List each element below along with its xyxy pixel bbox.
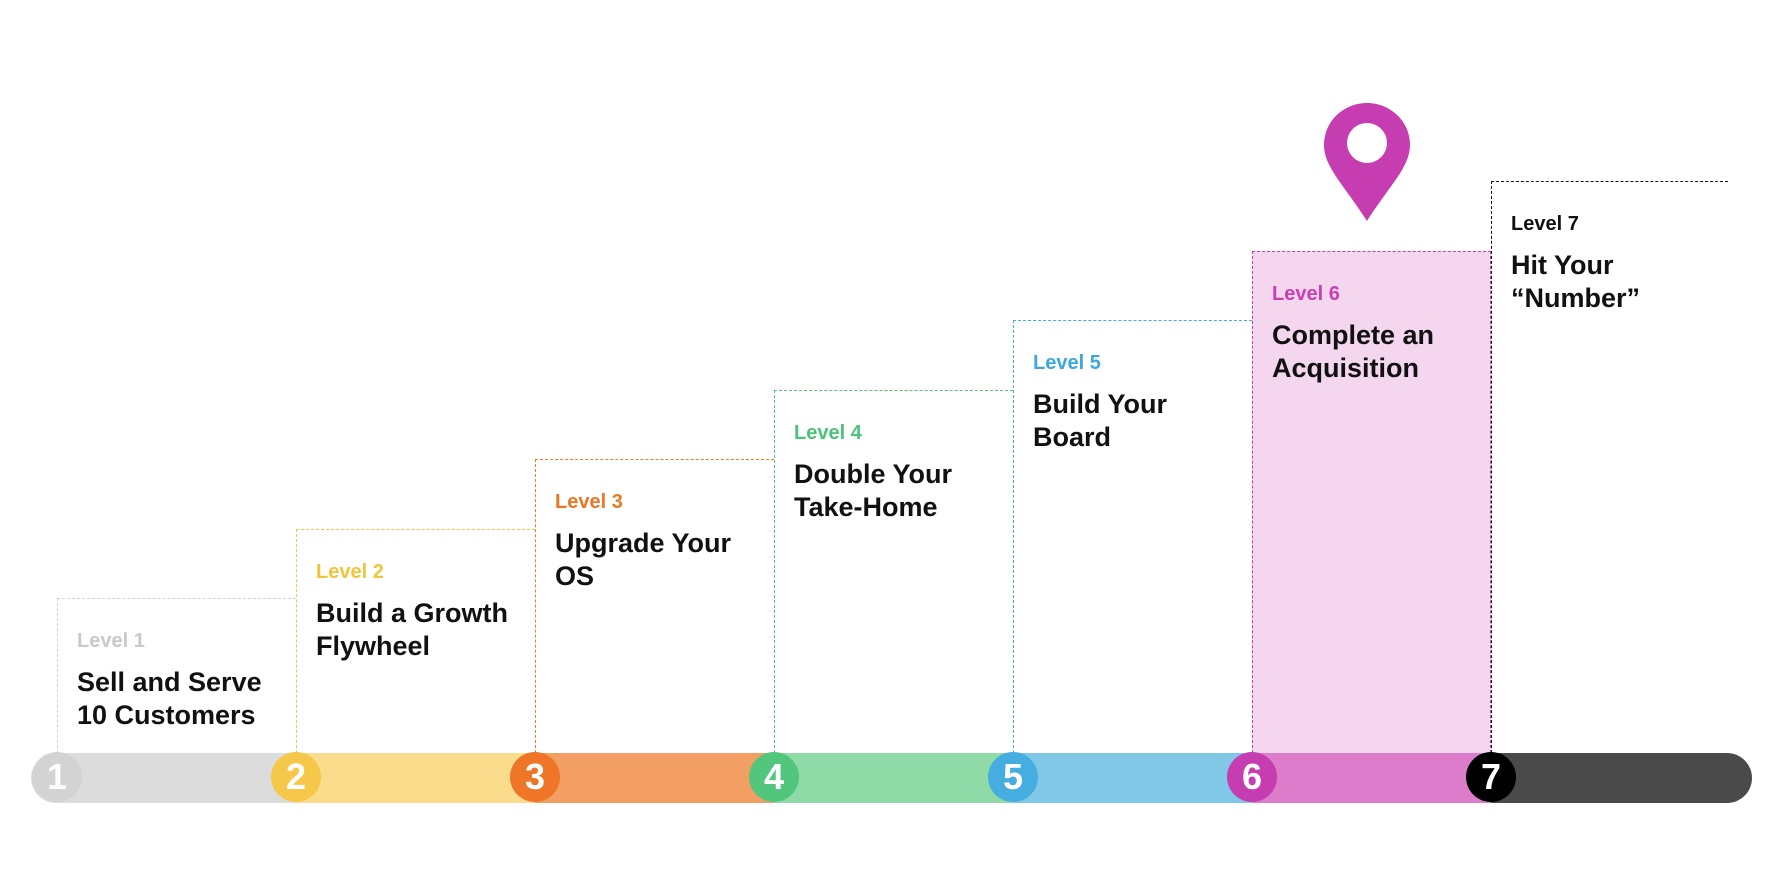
level-2-step: Level 2 Build a Growth Flywheel	[296, 529, 535, 753]
pin-hole	[1347, 123, 1387, 163]
level-4-title: Double Your Take-Home	[794, 459, 953, 522]
level-3-progress-segment	[535, 753, 774, 803]
location-pin-icon	[1324, 103, 1410, 221]
level-7-progress-segment	[1491, 753, 1752, 803]
level-4-label: Level 4	[794, 422, 862, 444]
level-5-marker: 5	[988, 752, 1038, 802]
level-2-label: Level 2	[316, 561, 384, 583]
level-6-step: Level 6 Complete an Acquisition	[1252, 251, 1491, 753]
level-2-marker: 2	[271, 752, 321, 802]
level-7-title: Hit Your “Number”	[1511, 250, 1641, 313]
level-5-progress-segment	[1013, 753, 1252, 803]
level-4-progress-segment	[774, 753, 1013, 803]
level-2-title: Build a Growth Flywheel	[316, 598, 508, 661]
level-6-title: Complete an Acquisition	[1272, 320, 1435, 383]
level-4-step: Level 4 Double Your Take-Home	[774, 390, 1013, 753]
level-3-title: Upgrade Your OS	[555, 528, 732, 591]
level-2-progress-segment	[296, 753, 535, 803]
level-7-step: Level 7 Hit Your “Number”	[1491, 181, 1728, 753]
level-5-step: Level 5 Build Your Board	[1013, 320, 1252, 753]
level-6-marker: 6	[1227, 752, 1277, 802]
level-7-marker: 7	[1466, 752, 1516, 802]
level-3-label: Level 3	[555, 491, 623, 513]
level-5-title: Build Your Board	[1033, 389, 1167, 452]
level-1-marker: 1	[32, 752, 82, 802]
level-5-label: Level 5	[1033, 352, 1101, 374]
level-1-label: Level 1	[77, 630, 145, 652]
level-1-title: Sell and Serve 10 Customers	[77, 667, 262, 730]
level-7-label: Level 7	[1511, 213, 1579, 235]
level-3-marker: 3	[510, 752, 560, 802]
level-6-progress-segment	[1252, 753, 1491, 803]
level-4-marker: 4	[749, 752, 799, 802]
level-1-step: Level 1 Sell and Serve 10 Customers	[57, 598, 296, 753]
level-3-step: Level 3 Upgrade Your OS	[535, 459, 774, 753]
level-6-label: Level 6	[1272, 283, 1340, 305]
